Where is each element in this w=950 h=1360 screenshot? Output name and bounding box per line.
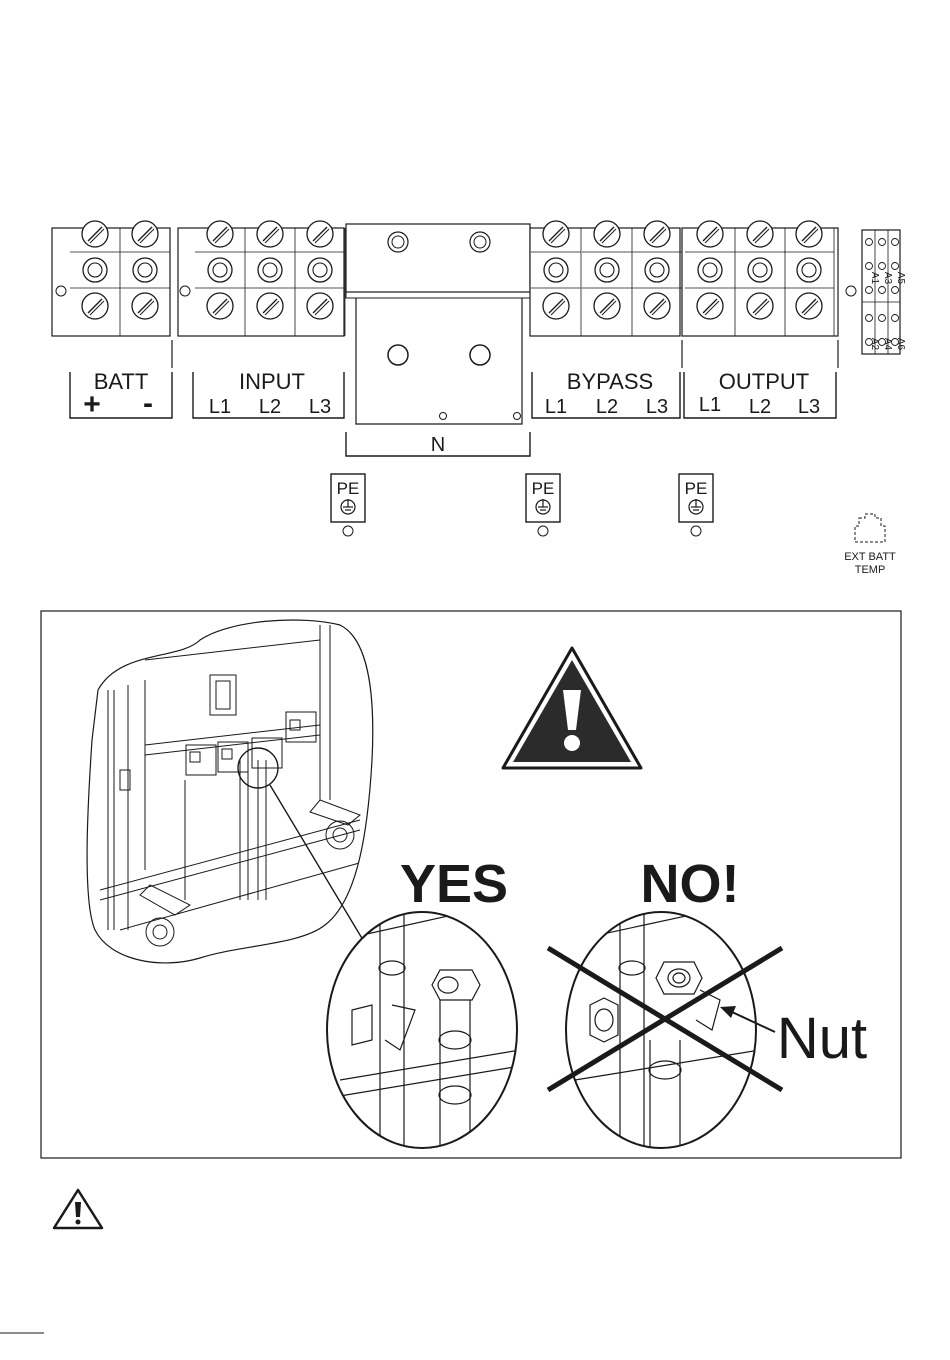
neutral-label: N [431, 434, 445, 456]
ext-batt-temp-connector-icon [855, 514, 885, 542]
no-label: NO! [641, 854, 740, 914]
aux-label-a3: A3 [882, 272, 893, 285]
terminal-strip [52, 224, 900, 456]
pe-label-2: PE [532, 479, 555, 498]
yes-label: YES [400, 854, 508, 914]
aux-terminal-pin [866, 263, 873, 270]
terminal-screw [595, 258, 619, 282]
terminal-screw [208, 258, 232, 282]
bypass-l2-label: L2 [596, 396, 618, 418]
nut-label: Nut [777, 1006, 867, 1071]
terminal-screw [797, 258, 821, 282]
terminal-screw [544, 258, 568, 282]
output-l1-label: L1 [699, 394, 721, 416]
aux-terminal-pin [879, 239, 886, 246]
aux-label-a6: A6 [895, 338, 906, 351]
aux-terminal-pin [866, 239, 873, 246]
aux-terminal-pin [866, 287, 873, 294]
cabinet-illustration [87, 620, 373, 963]
output-title: OUTPUT [719, 369, 809, 394]
aux-terminal-pin [866, 315, 873, 322]
pe-label-1: PE [337, 479, 360, 498]
ext-batt-temp-line2: TEMP [855, 564, 886, 576]
output-l2-label: L2 [749, 396, 771, 418]
batt-positive-label: + [83, 388, 101, 421]
small-warning-icon [54, 1190, 102, 1228]
aux-terminal-pin [879, 263, 886, 270]
aux-terminal-pin [892, 287, 899, 294]
input-l3-label: L3 [309, 396, 331, 418]
input-title: INPUT [239, 369, 305, 394]
pe-label-3: PE [685, 479, 708, 498]
aux-terminal-pin [892, 239, 899, 246]
aux-terminal-pin [879, 287, 886, 294]
input-l1-label: L1 [209, 396, 231, 418]
aux-terminal-pin [892, 263, 899, 270]
ext-batt-temp-line1: EXT BATT [844, 551, 896, 563]
bypass-title: BYPASS [567, 369, 653, 394]
terminal-screw [645, 258, 669, 282]
terminal-screw [133, 258, 157, 282]
batt-title: BATT [94, 369, 149, 394]
terminal-screw [308, 258, 332, 282]
batt-negative-label: - [143, 387, 153, 420]
bypass-l1-label: L1 [545, 396, 567, 418]
terminal-screw [698, 258, 722, 282]
aux-label-a1: A1 [869, 272, 880, 285]
terminal-screw [258, 258, 282, 282]
aux-terminal-pin [892, 315, 899, 322]
aux-label-a5: A5 [895, 272, 906, 285]
terminal-screw [748, 258, 772, 282]
output-l3-label: L3 [798, 396, 820, 418]
neutral-bus-plate [346, 224, 530, 424]
aux-label-a4: A4 [882, 338, 893, 351]
bypass-l3-label: L3 [646, 396, 668, 418]
input-l2-label: L2 [259, 396, 281, 418]
aux-label-a2: A2 [869, 338, 880, 351]
aux-terminal-pin [879, 315, 886, 322]
terminal-screw [83, 258, 107, 282]
